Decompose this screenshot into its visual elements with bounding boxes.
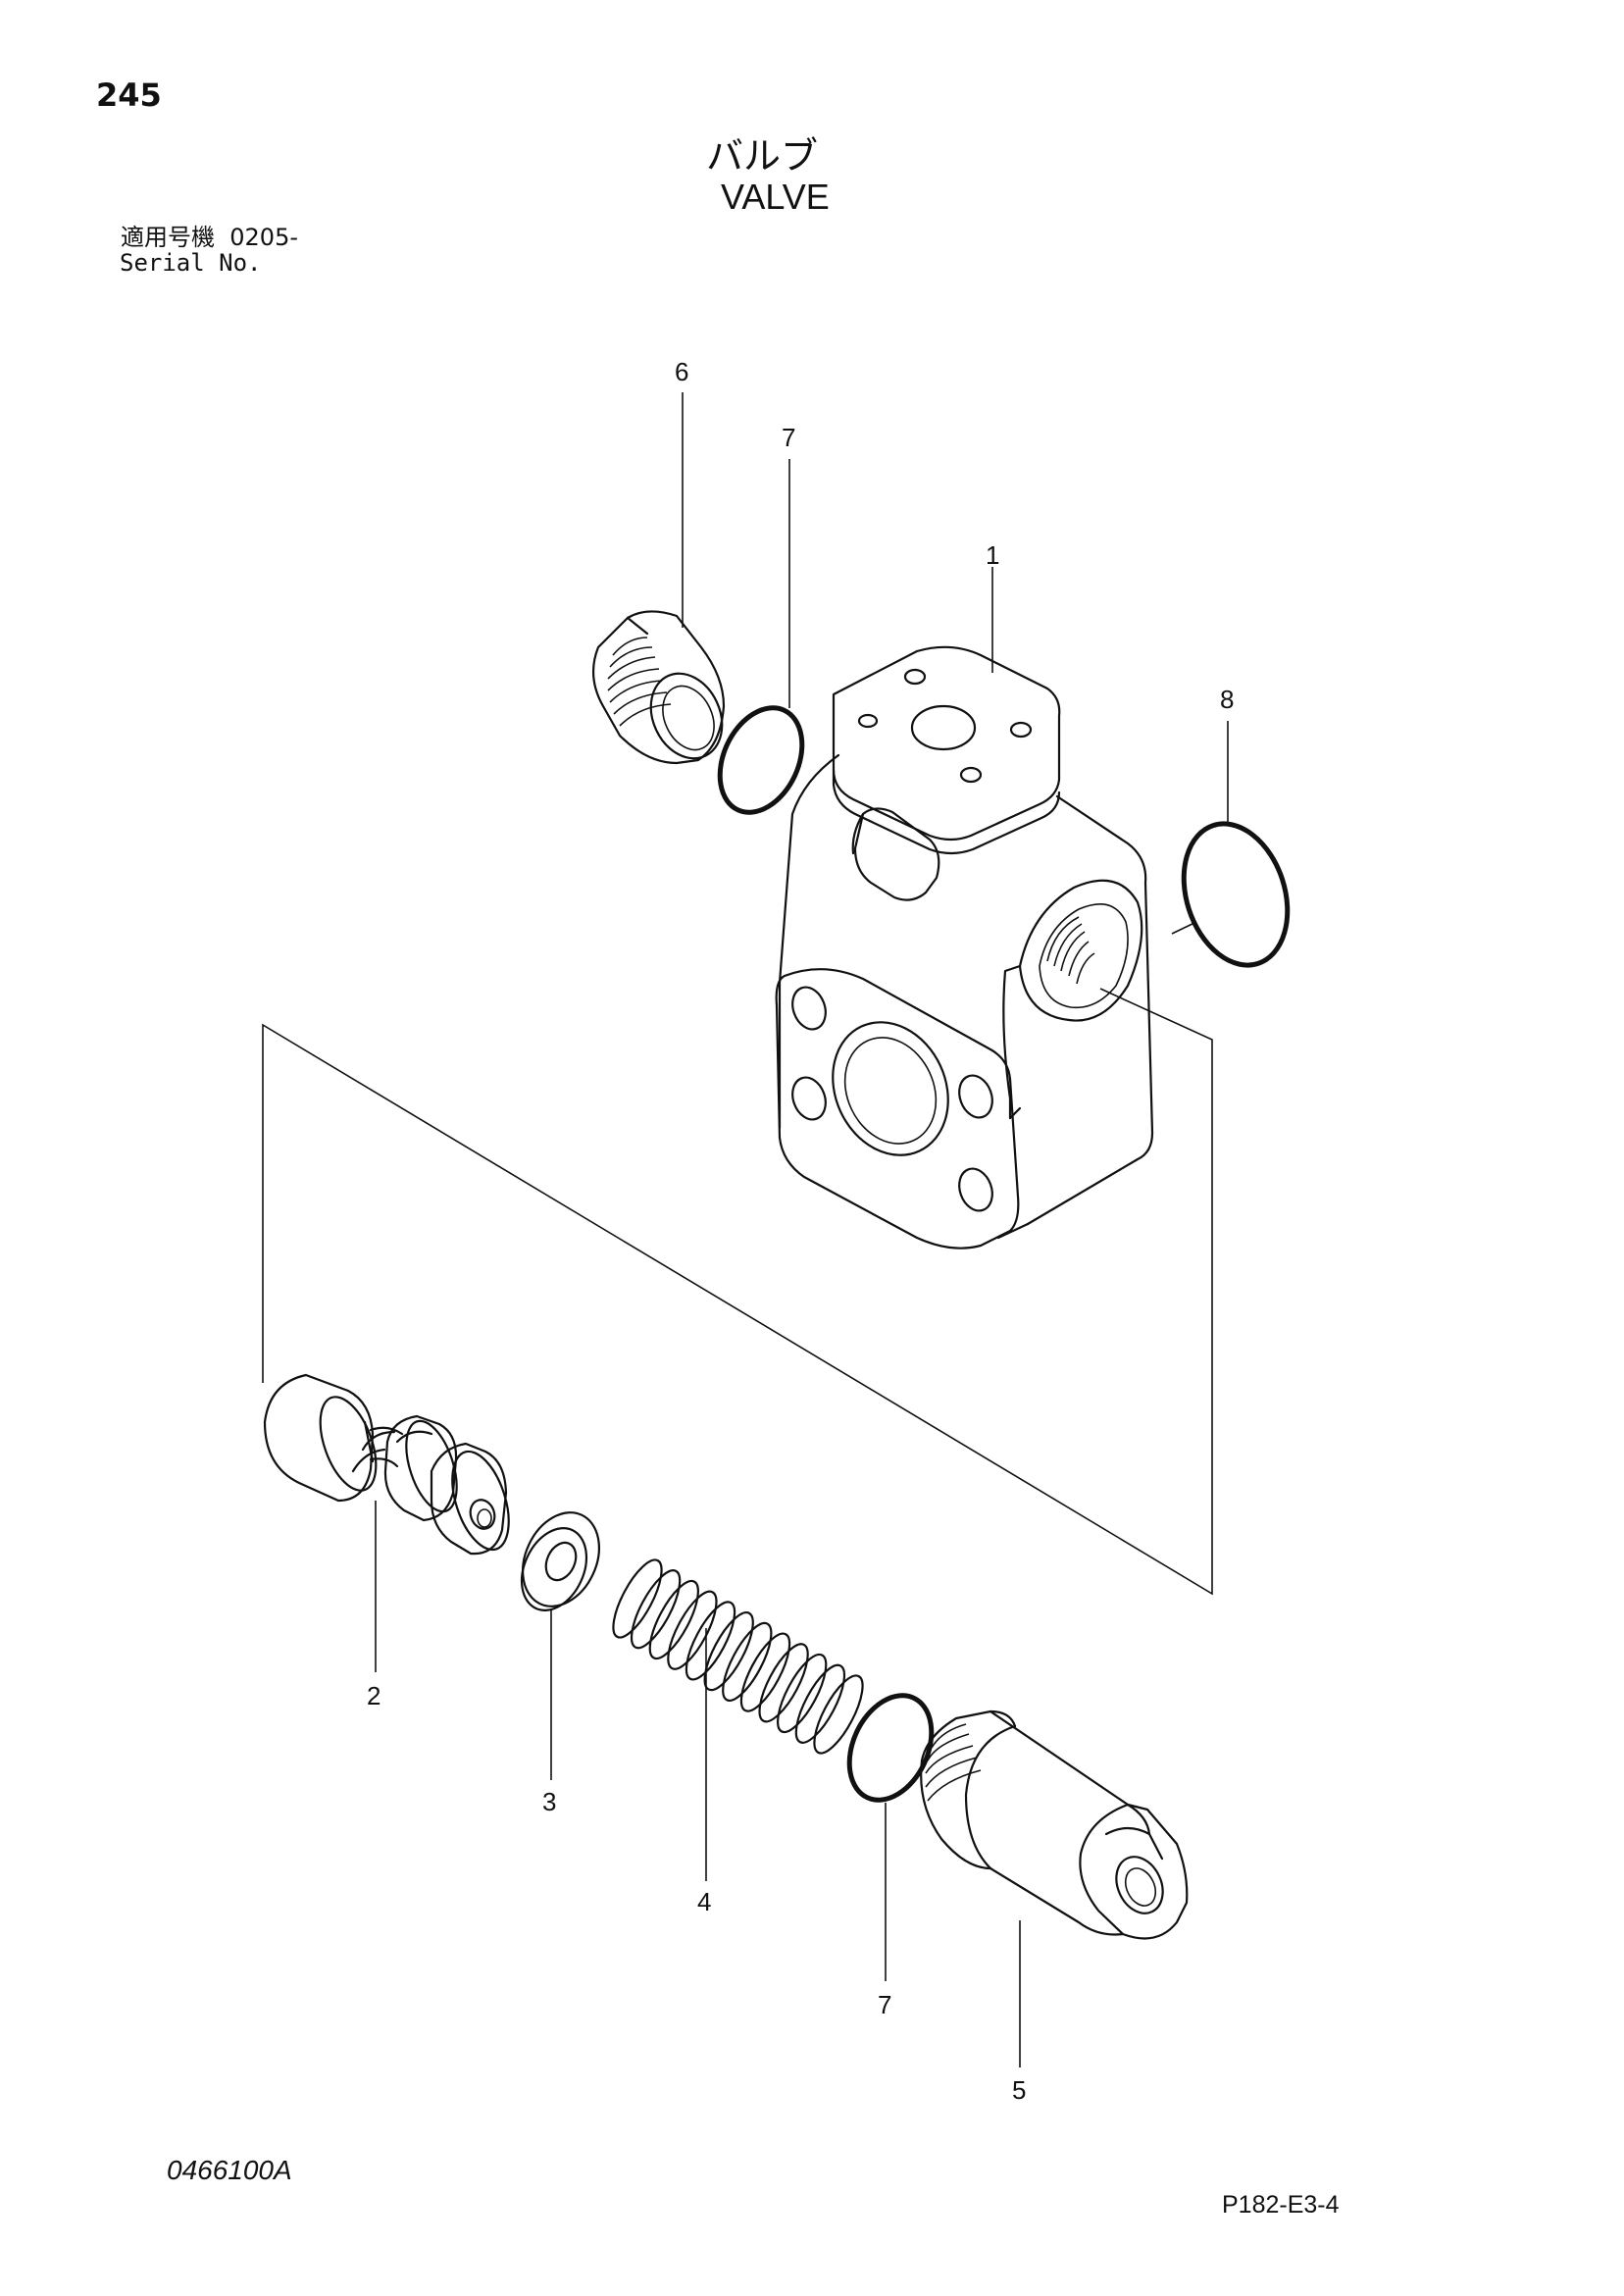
figure-code: P182-E3-4	[1222, 2191, 1340, 2219]
title-english: VALVE	[721, 177, 830, 217]
washer	[520, 1511, 600, 1611]
valve-body	[775, 645, 1154, 1250]
serial-label-japanese: 適用号機 0205-	[121, 218, 298, 252]
spring-coil	[758, 1643, 809, 1723]
spring-coil	[777, 1653, 828, 1734]
plug-cap	[591, 610, 726, 765]
plug	[920, 1709, 1189, 1940]
assembly-lines	[262, 921, 1213, 1596]
callout-6: 6	[675, 357, 688, 386]
o-ring-lower	[846, 1693, 935, 1803]
spring-coil	[722, 1621, 773, 1702]
serial-label-jp-text: 適用号機	[121, 224, 215, 251]
serial-value: 0205-	[229, 224, 299, 251]
title-japanese: バルブ	[706, 134, 819, 178]
callout-2: 2	[367, 1681, 381, 1710]
spool	[263, 1373, 510, 1556]
spring-coil	[667, 1590, 718, 1670]
callout-7-upper: 7	[782, 423, 795, 452]
spring-coil	[739, 1632, 791, 1712]
spring-coil	[630, 1569, 682, 1650]
callout-8: 8	[1220, 685, 1234, 714]
spring-coil	[794, 1663, 846, 1744]
callout-1: 1	[986, 540, 999, 570]
spring-coil	[612, 1558, 663, 1639]
callout-3: 3	[542, 1787, 556, 1816]
callout-labels: 6 7 1 8 2 3 4 7 5	[367, 357, 1234, 2105]
spring-coil	[813, 1674, 864, 1755]
spring	[612, 1558, 864, 1755]
o-ring-large	[1181, 821, 1291, 968]
callout-leaders	[375, 392, 1229, 2067]
serial-label-english: Serial No.	[120, 249, 262, 277]
callout-7-lower: 7	[878, 1990, 891, 2019]
page-number: 245	[96, 77, 162, 114]
o-ring-upper	[717, 705, 805, 815]
drawing-number: 0466100A	[167, 2155, 292, 2185]
callout-4: 4	[697, 1887, 711, 1916]
spring-coil	[703, 1611, 754, 1692]
spring-coil	[685, 1601, 736, 1681]
spring-coil	[648, 1579, 699, 1660]
callout-5: 5	[1012, 2075, 1026, 2105]
